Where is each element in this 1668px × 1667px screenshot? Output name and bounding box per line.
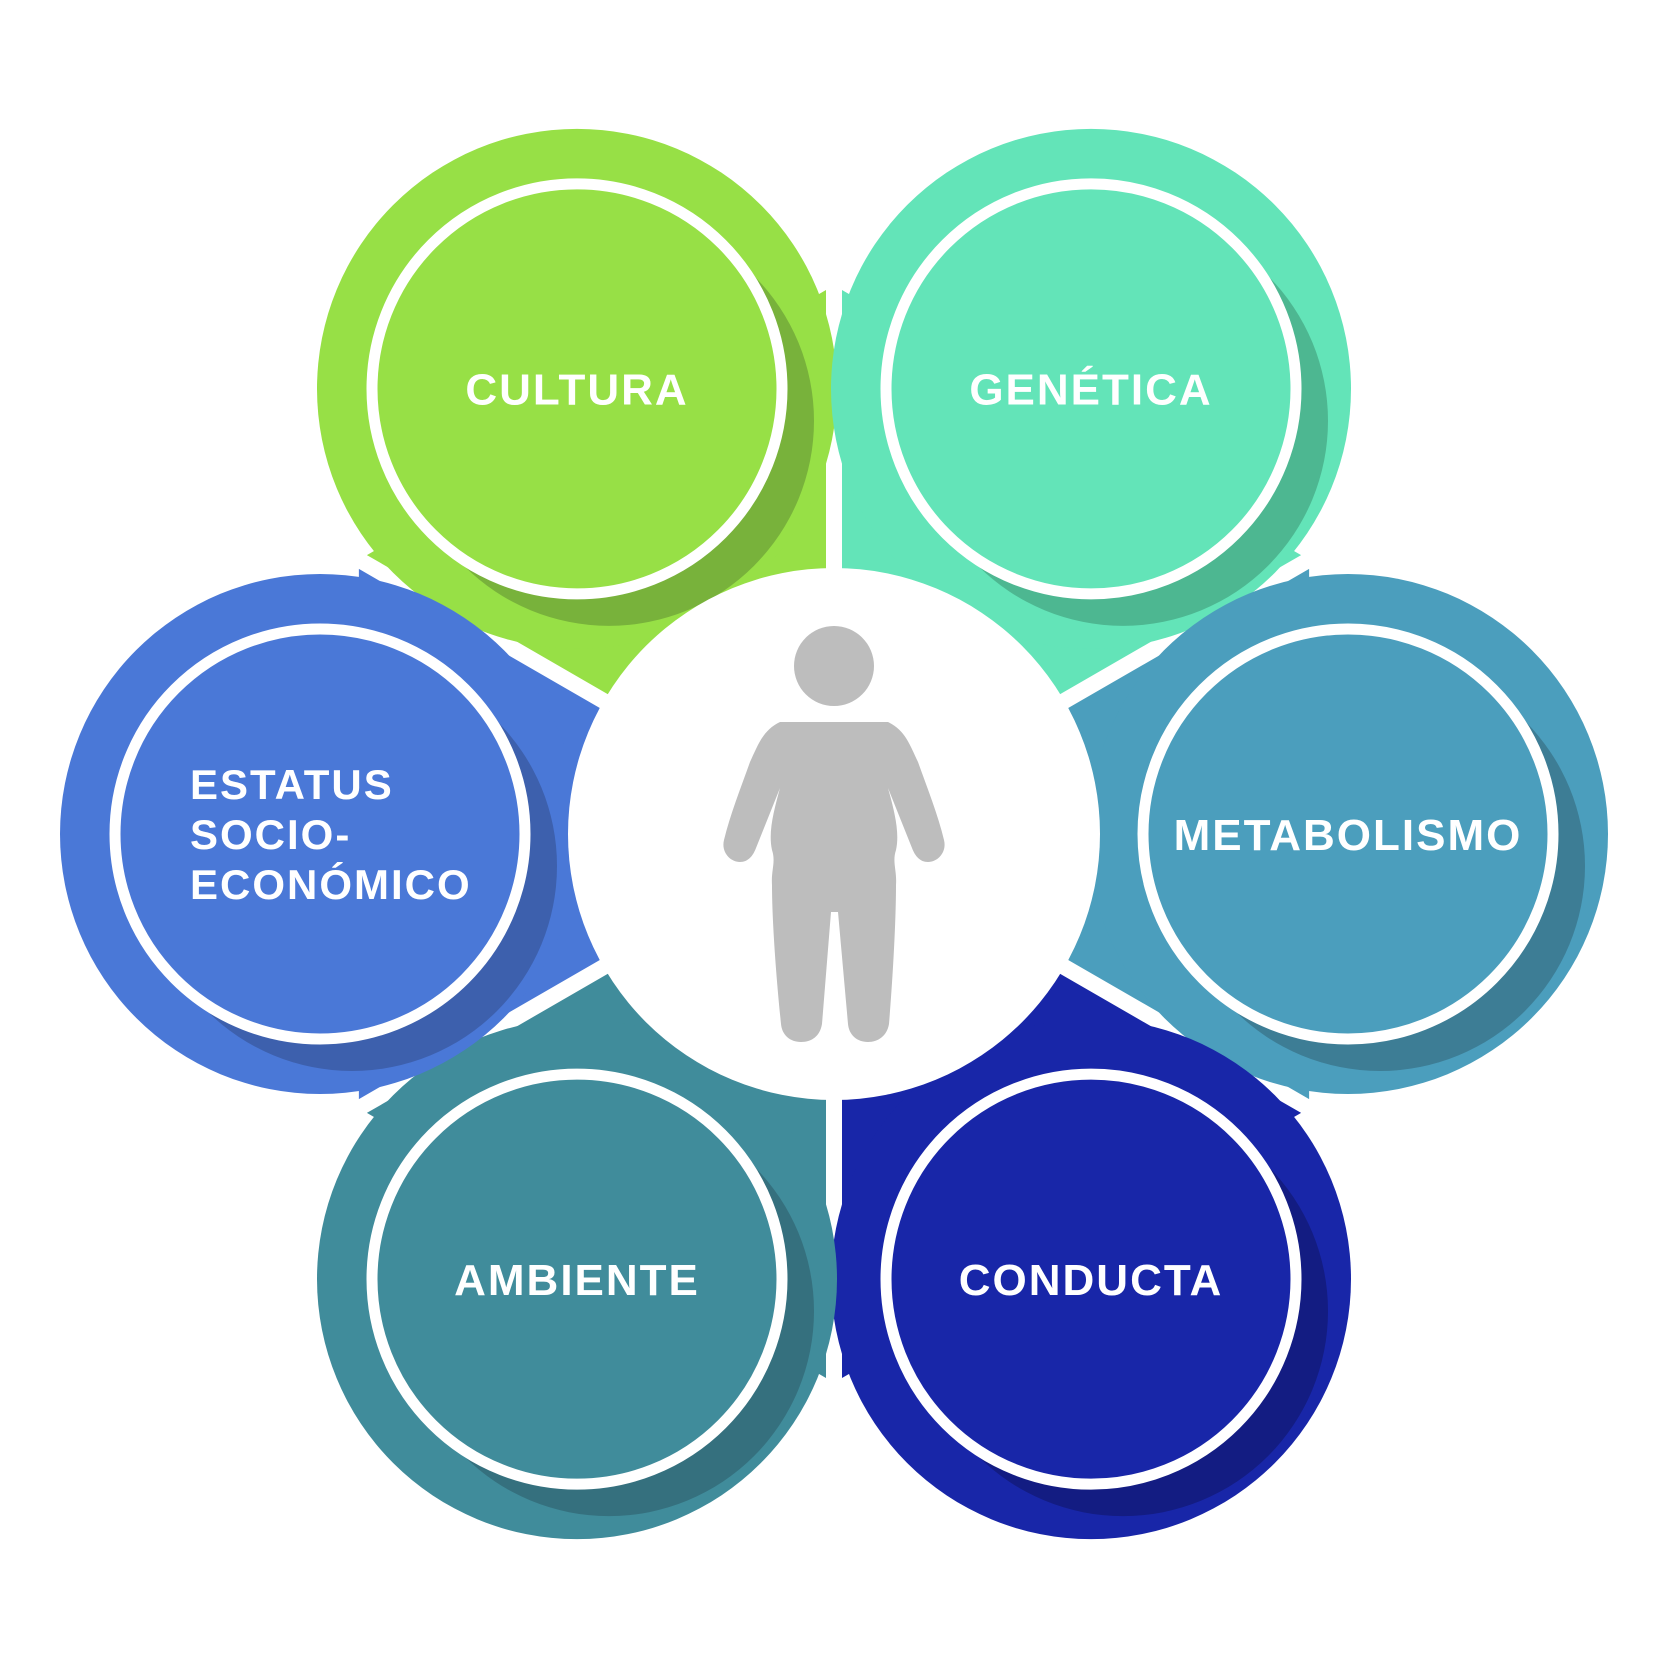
factor-label-line: CULTURA <box>465 366 688 415</box>
factor-label-metabolismo: METABOLISMO <box>1174 811 1523 860</box>
petal-ring <box>1137 623 1559 1045</box>
factor-label-line: SOCIO- <box>190 811 351 858</box>
factor-label-cultura: CULTURA <box>465 366 688 415</box>
petal-ring <box>366 1068 788 1490</box>
factor-ambiente: AMBIENTE <box>317 834 838 1540</box>
factor-conducta: CONDUCTA <box>830 834 1351 1540</box>
petal-ring <box>366 178 788 600</box>
factor-label-line: AMBIENTE <box>454 1256 700 1305</box>
person-icon <box>723 626 945 1042</box>
factor-label-line: ECONÓMICO <box>190 860 472 908</box>
petal-ring <box>880 1068 1302 1490</box>
factor-label-line: GENÉTICA <box>969 365 1212 415</box>
factor-label-genetica: GENÉTICA <box>969 365 1212 415</box>
petal-ring <box>109 623 531 1045</box>
factor-label-conducta: CONDUCTA <box>959 1256 1224 1305</box>
factor-label-line: METABOLISMO <box>1174 811 1523 860</box>
petal-ring <box>880 178 1302 600</box>
factor-label-ambiente: AMBIENTE <box>454 1256 700 1305</box>
factor-label-line: ESTATUS <box>190 761 394 808</box>
factor-metabolismo: METABOLISMO <box>838 568 1608 1100</box>
factor-label-line: CONDUCTA <box>959 1256 1224 1305</box>
